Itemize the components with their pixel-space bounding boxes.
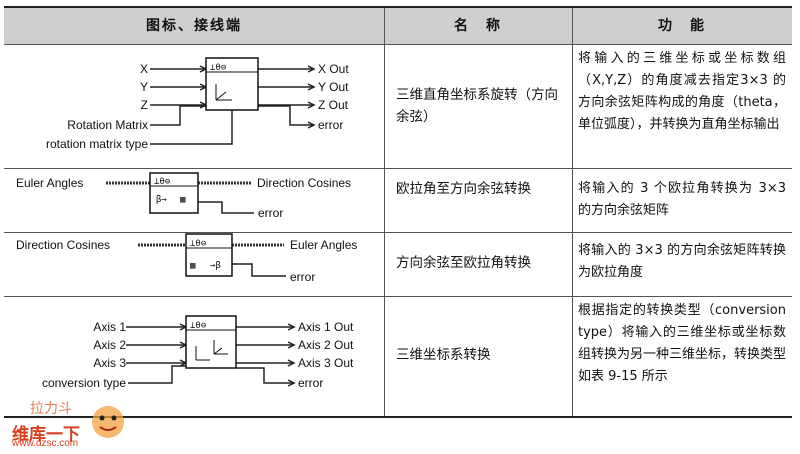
terminal-label: Axis 2: [93, 338, 126, 352]
terminal-label: Axis 1 Out: [298, 320, 354, 334]
watermark-url: www.dzsc.com: [12, 438, 79, 449]
header-icon-terminals: 图标、接线端: [146, 18, 242, 34]
terminal-label: error: [318, 118, 344, 132]
terminal-label: error: [298, 376, 324, 390]
watermark-logo: 拉力斗 维库一下 www.dzsc.com: [4, 396, 144, 452]
terminal-label: X Out: [318, 62, 349, 76]
terminal-label: Direction Cosines: [16, 238, 111, 252]
header-name: 名 称: [454, 18, 502, 34]
table-header: 图标、接线端 名 称 功 能: [4, 8, 792, 45]
terminal-label: Euler Angles: [16, 176, 84, 190]
row-name: 三维坐标系转换: [396, 347, 491, 363]
terminal-label: Axis 1: [93, 320, 126, 334]
row-divider: [4, 168, 792, 169]
terminal-label: error: [258, 206, 284, 220]
terminal-label: error: [290, 270, 316, 284]
terminal-label: Y: [139, 80, 148, 94]
row-function: 将输入的 3×3 的方向余弦矩阵转换为欧拉角度: [578, 243, 786, 280]
terminal-label: Axis 3: [93, 356, 126, 370]
row-function: 将输入的三维坐标或坐标数组（X,Y,Z）的角度减去指定3×3 的方向余弦矩阵构成…: [578, 51, 786, 132]
terminal-label: Direction Cosines: [257, 176, 352, 190]
terminal-label: Y Out: [318, 80, 349, 94]
row-name: 方向余弦至欧拉角转换: [396, 255, 531, 271]
terminal-label: Z Out: [318, 98, 349, 112]
watermark-text: 维库一下: [12, 425, 80, 445]
terminal-label: conversion type: [41, 376, 126, 390]
terminal-label: rotation matrix type: [45, 137, 148, 151]
header-function: 功 能: [658, 18, 706, 34]
watermark-badge: 拉力斗: [30, 401, 72, 417]
row-name: 三维直角坐标系旋转（方向余弦）: [396, 87, 558, 125]
column-divider: [572, 8, 573, 416]
function-table: 图标、接线端 名 称 功 能 三维直角坐标系旋转（方向余弦） 将输入的三维坐标或…: [4, 6, 792, 418]
column-divider: [384, 8, 385, 416]
row-function: 根据指定的转换类型（conversion type）将输入的三维坐标或坐标数组转…: [578, 303, 787, 384]
row-divider: [4, 296, 792, 297]
terminal-label: Axis 2 Out: [298, 338, 354, 352]
watermark-mascot-icon: [92, 406, 124, 438]
row-divider: [4, 232, 792, 233]
terminal-label: X: [139, 62, 148, 76]
terminal-label: Z: [140, 98, 148, 112]
terminal-label: Axis 3 Out: [298, 356, 354, 370]
terminal-label: Euler Angles: [290, 238, 358, 252]
row-name: 欧拉角至方向余弦转换: [396, 181, 531, 197]
row-function: 将输入的 3 个欧拉角转换为 3×3 的方向余弦矩阵: [578, 181, 786, 218]
terminal-label: Rotation Matrix: [67, 118, 148, 132]
